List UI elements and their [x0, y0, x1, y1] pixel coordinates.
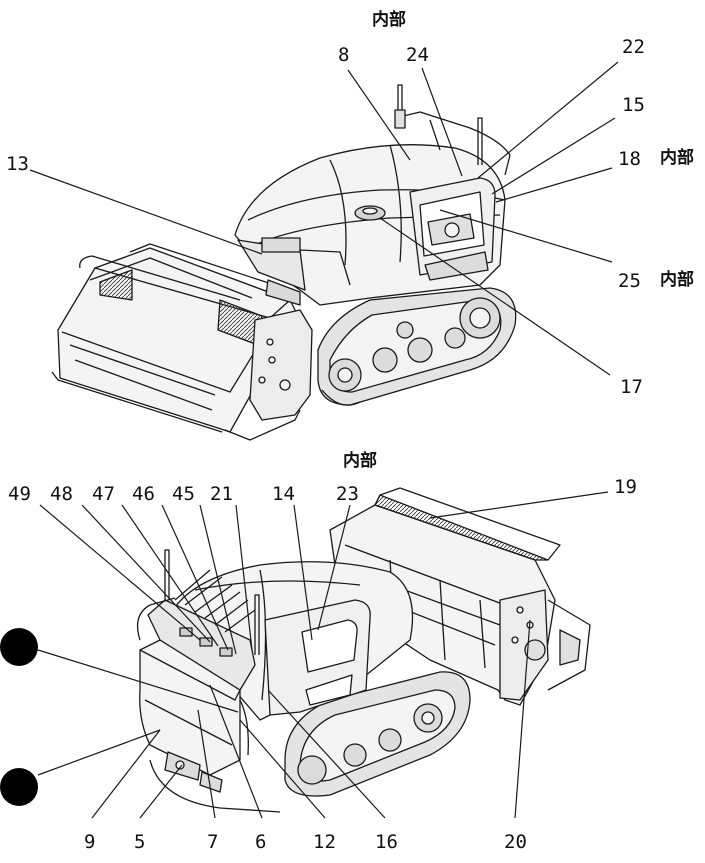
bottom-machine-view — [136, 487, 591, 813]
callout-21: 21 — [210, 483, 233, 505]
leader-line — [121, 504, 219, 647]
callout-7: 7 — [207, 831, 219, 853]
callout-17: 17 — [620, 376, 643, 398]
leader-line — [39, 504, 201, 641]
leader-line — [317, 504, 351, 631]
leader-line — [347, 69, 411, 161]
leader-line — [421, 67, 463, 177]
leader-line — [239, 719, 326, 819]
leader-line — [491, 117, 616, 195]
inner-label-bottom: 内部 — [343, 451, 377, 471]
filled-circle-marker — [0, 768, 38, 806]
top-mower-deck — [51, 243, 313, 441]
callout-14: 14 — [272, 483, 295, 505]
callout-12: 12 — [313, 831, 336, 853]
leader-line — [429, 491, 609, 519]
callout-47: 47 — [92, 483, 115, 505]
leader-line — [197, 709, 216, 819]
leader-line — [235, 504, 253, 651]
inner-label-18: 内部 — [660, 148, 694, 168]
leader-line — [495, 167, 613, 203]
callout-8: 8 — [338, 44, 350, 66]
callout-15: 15 — [622, 94, 645, 116]
bottom-track — [149, 671, 471, 813]
callout-46: 46 — [132, 483, 155, 505]
callout-25: 25 — [618, 270, 641, 292]
leader-line — [379, 217, 611, 376]
leader-line — [477, 61, 619, 179]
callout-6: 6 — [255, 831, 267, 853]
leader-lines — [29, 61, 619, 819]
callout-5: 5 — [134, 831, 146, 853]
callout-19: 19 — [614, 476, 637, 498]
leader-line — [139, 764, 183, 819]
leader-line — [91, 729, 161, 819]
leader-line — [293, 504, 313, 641]
top-hood — [234, 84, 511, 306]
leader-line — [37, 649, 239, 713]
leader-line — [439, 209, 613, 263]
callout-45: 45 — [172, 483, 195, 505]
filled-circle-marker — [0, 628, 38, 666]
leader-line — [267, 689, 386, 819]
inner-label-top: 内部 — [372, 10, 406, 30]
inner-label-25: 内部 — [660, 270, 694, 290]
leader-line — [209, 684, 263, 819]
bottom-hood — [136, 549, 414, 793]
top-track — [317, 287, 517, 406]
callout-24: 24 — [406, 44, 429, 66]
callout-20: 20 — [504, 831, 527, 853]
callout-13: 13 — [6, 153, 29, 175]
callout-16: 16 — [375, 831, 398, 853]
bottom-mower-deck — [329, 487, 591, 706]
callout-22: 22 — [622, 36, 645, 58]
callout-49: 49 — [8, 483, 31, 505]
callout-18: 18 — [618, 148, 641, 170]
callout-23: 23 — [336, 483, 359, 505]
leader-line — [514, 619, 531, 819]
leader-line — [199, 504, 237, 655]
leader-line — [161, 504, 229, 651]
callout-9: 9 — [84, 831, 96, 853]
leader-line — [29, 169, 263, 255]
callout-48: 48 — [50, 483, 73, 505]
top-machine-view — [51, 84, 517, 441]
leader-line — [81, 504, 211, 643]
leader-line — [37, 729, 161, 776]
